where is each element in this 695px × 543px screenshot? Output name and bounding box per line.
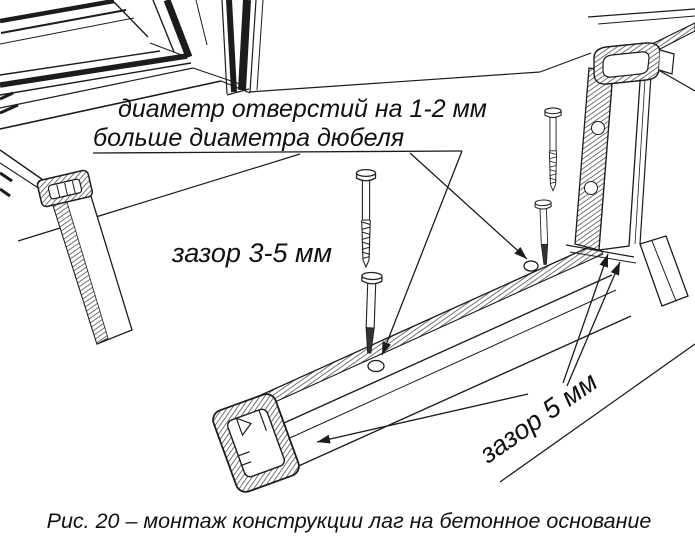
frame-miter-line: [149, 42, 188, 58]
gap-label-baseline: [499, 343, 695, 483]
mullion-line: [221, 0, 228, 95]
joist-back-edge: [249, 242, 599, 401]
sill-front-edge: [0, 80, 222, 130]
label-gap-3-5: зазор 3-5 мм: [171, 238, 332, 268]
mullion-bottom-cut: [226, 88, 250, 96]
mullion-band: [226, 0, 237, 93]
step-edge: [0, 149, 47, 183]
drill-hole: [523, 260, 539, 272]
leader-to-end-gap: [316, 393, 529, 444]
mullion-line: [249, 0, 257, 93]
leader-to-corner-gap: [566, 261, 621, 387]
profile-line: [634, 62, 647, 245]
drill-hole: [591, 121, 605, 135]
sill-edge: [0, 67, 194, 109]
slab-far-edge: [587, 8, 695, 18]
front-joist-profile: [212, 235, 689, 493]
joist-line: [651, 240, 677, 302]
vertical-corner-profile: [574, 42, 675, 251]
window-mullion: [221, 0, 264, 96]
figure-caption: Рис. 20 – монтаж конструкции лаг на бето…: [47, 509, 652, 533]
step-hatch: [0, 103, 19, 115]
profile-top-slot-inner: [602, 51, 650, 78]
label-underline: [92, 150, 463, 154]
mullion-band: [238, 0, 251, 91]
left-joist-profile: [36, 169, 133, 345]
slab-back-edge: [248, 71, 541, 93]
frame-jamb: [163, 0, 193, 59]
window-frame-corner: [0, 0, 251, 198]
frame-line: [0, 9, 127, 34]
step-hatch: [0, 187, 11, 198]
end-cap-ribs: [235, 409, 267, 466]
frame-outer-edge: [0, 0, 115, 24]
frame-line: [0, 50, 161, 76]
leader-arrows: [92, 150, 695, 483]
step-edge: [0, 162, 44, 192]
step-hatch: [0, 171, 13, 183]
leader-to-corner-gap: [562, 253, 609, 384]
frame-line: [0, 62, 192, 96]
joist-profile-end-cap: [36, 169, 94, 208]
profile-back-edge: [639, 59, 653, 245]
drill-hole: [367, 359, 385, 373]
joist-line: [254, 253, 604, 412]
corner-gap-line: [565, 244, 635, 258]
joist-profile-end-cap: [212, 393, 300, 493]
mullion-line: [256, 0, 264, 91]
frame-line: [195, 0, 208, 46]
leader-to-hole: [409, 152, 528, 260]
label-hole-diameter-line2: больше диаметра дюбеля: [93, 124, 404, 152]
joist-lip-line: [269, 289, 617, 448]
frame-bottom-rail: [0, 53, 188, 88]
frame-miter-line: [113, 1, 149, 38]
end-cap-ribs: [56, 181, 76, 198]
slab-far-edge: [597, 15, 695, 25]
joist-top-front-edge: [263, 274, 613, 433]
frame-line: [0, 17, 135, 45]
leader-to-hole: [381, 150, 463, 356]
drill-hole: [584, 181, 598, 195]
profile-top-tab: [658, 49, 675, 75]
slab-back-edge: [539, 52, 592, 73]
label-hole-diameter-line1: диаметр отверстий на 1-2 мм: [118, 95, 487, 123]
joist-bottom-edge: [282, 315, 632, 474]
frame-line: [152, 0, 175, 53]
step-hatch: [0, 91, 14, 101]
